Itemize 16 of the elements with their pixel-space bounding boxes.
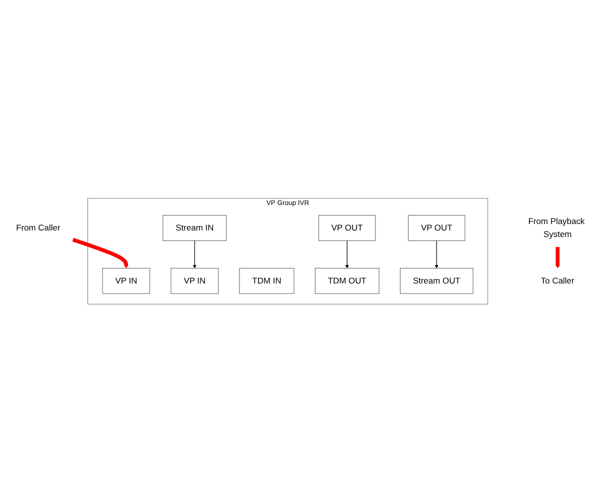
node-box: VP IN [102,268,150,294]
arrow [434,240,438,269]
node-box: VP OUT [318,215,376,242]
node-box: VP IN [170,268,219,294]
node-box: Stream OUT [400,268,474,294]
arrow [556,247,560,269]
node-box: TDM OUT [314,268,380,294]
arrow [192,240,197,269]
node-text: To Caller [540,276,574,286]
arrow [345,240,349,269]
node-box: VP OUT [408,215,466,242]
arrow [72,238,128,269]
node-box: Stream IN [162,215,227,242]
node-text: From Playback System [528,217,585,240]
node-box: TDM IN [239,268,294,294]
node-text: From Caller [16,224,60,233]
